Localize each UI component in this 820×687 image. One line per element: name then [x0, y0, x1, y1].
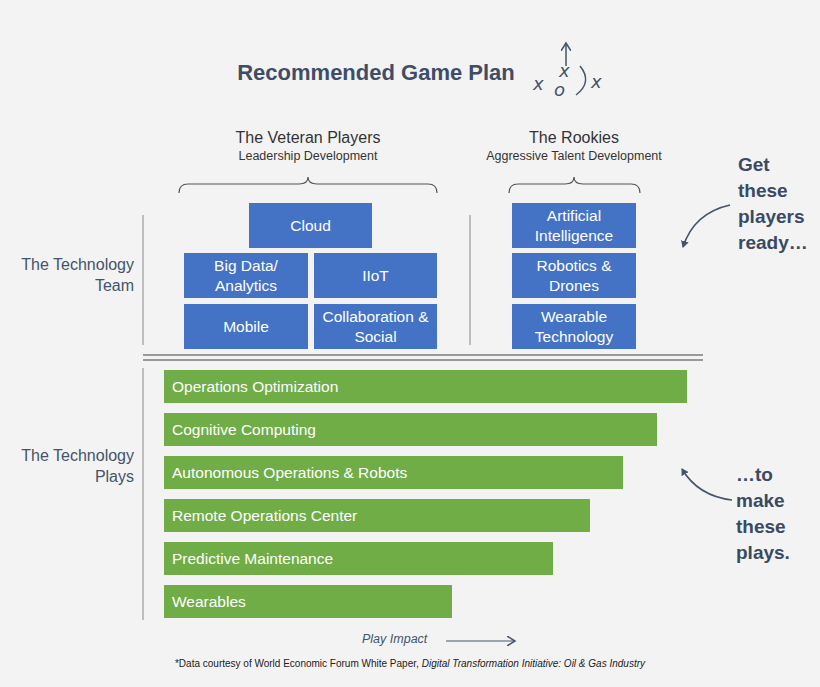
box-text: Robotics & Drones: [512, 256, 636, 296]
box-text: Autonomous Operations & Robots: [172, 464, 407, 482]
play-bar: Predictive Maintenance: [164, 542, 553, 575]
technology-box: Wearable Technology: [512, 304, 636, 349]
play-mark: x: [559, 60, 573, 81]
box-text: Cloud: [286, 216, 335, 236]
box-text: Artificial Intelligence: [512, 206, 636, 246]
play-mark: x: [591, 71, 605, 92]
box-text: Cognitive Computing: [172, 421, 316, 439]
box-text: Collaboration & Social: [314, 307, 437, 347]
footnote: *Data courtesy of World Economic Forum W…: [0, 658, 820, 669]
play-bar: Operations Optimization: [164, 370, 687, 403]
row-heading: The Technology Team: [6, 254, 134, 296]
play-bar: Cognitive Computing: [164, 413, 657, 446]
play-mark: o: [554, 79, 568, 100]
axis-arrow: [446, 641, 514, 642]
box-text: Predictive Maintenance: [172, 550, 333, 568]
group-subheading: Leadership Development: [208, 149, 408, 163]
technology-box: IIoT: [314, 253, 437, 298]
callout-text: Get these players ready…: [738, 152, 820, 256]
separator: [143, 215, 144, 345]
box-text: Mobile: [219, 317, 273, 337]
play-bar: Autonomous Operations & Robots: [164, 456, 623, 489]
box-text: Remote Operations Center: [172, 507, 357, 525]
play-mark: x: [533, 73, 547, 94]
footnote-text: Digital Transformation Initiative: Oil &…: [422, 658, 645, 669]
group-subheading: Aggressive Talent Development: [464, 149, 684, 163]
footnote-text: *Data courtesy of World Economic Forum W…: [175, 658, 419, 669]
play-bar: Remote Operations Center: [164, 499, 590, 532]
play-bar: Wearables: [164, 585, 452, 618]
title: Recommended Game Plan: [206, 60, 546, 86]
axis-label: Play Impact: [362, 632, 446, 646]
box-text: IIoT: [358, 266, 393, 286]
callout-text: …to make these plays.: [736, 462, 816, 566]
callout-arrow: [682, 469, 732, 500]
technology-box: Robotics & Drones: [512, 253, 636, 298]
double-rule: [143, 359, 703, 361]
double-rule: [143, 354, 703, 356]
bracket: [179, 177, 437, 193]
box-text: Big Data/ Analytics: [184, 256, 308, 296]
technology-box: Mobile: [184, 304, 308, 349]
technology-box: Collaboration & Social: [314, 304, 437, 349]
bracket: [509, 177, 640, 193]
callout-arrow: [683, 205, 730, 247]
technology-box: Cloud: [249, 203, 372, 248]
group-heading: The Veteran Players: [208, 129, 408, 147]
box-text: Wearables: [172, 593, 246, 611]
group-heading: The Rookies: [474, 129, 674, 147]
separator: [470, 215, 471, 345]
box-text: Wearable Technology: [512, 307, 636, 347]
row-heading: The Technology Plays: [6, 445, 134, 487]
technology-box: Big Data/ Analytics: [184, 253, 308, 298]
technology-box: Artificial Intelligence: [512, 203, 636, 248]
separator: [143, 368, 144, 620]
box-text: Operations Optimization: [172, 378, 338, 396]
